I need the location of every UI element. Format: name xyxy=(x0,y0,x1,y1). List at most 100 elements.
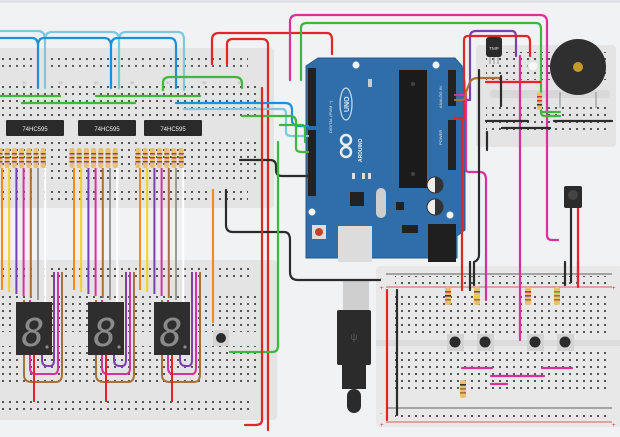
analog-header-label: ANALOG IN xyxy=(438,86,443,108)
resistor xyxy=(178,148,184,168)
resistor-top-right xyxy=(537,92,542,110)
usb-chip xyxy=(350,192,364,206)
breadboard-top-left[interactable]: 30 35 40 45 50 55 60 xyxy=(0,48,274,208)
arduino-uno[interactable]: UNO ARDUINO DIGITAL (PWM ~) ANALOG IN PO… xyxy=(305,57,466,262)
pushbutton[interactable] xyxy=(477,334,494,351)
arduino-infinity-logo xyxy=(339,133,353,159)
shift-register-2-label: 74HC595 xyxy=(94,127,120,133)
col-55: 55 xyxy=(202,80,207,85)
rail-plus-top-right: + xyxy=(612,286,616,292)
piezo-buzzer[interactable] xyxy=(550,39,606,108)
resistor xyxy=(26,148,32,168)
rail-plus-bottom: + xyxy=(380,423,384,429)
bottom-right-resistors xyxy=(445,287,560,398)
resistor xyxy=(164,148,170,168)
usb-b-port xyxy=(338,226,372,262)
mount-hole xyxy=(308,208,316,216)
voltage-regulator xyxy=(402,225,418,233)
crystal xyxy=(376,188,386,218)
display-digit: 8 xyxy=(160,311,183,355)
resistor xyxy=(460,380,466,398)
col-35: 35 xyxy=(58,80,63,85)
power-header xyxy=(448,120,456,170)
display-wire[interactable] xyxy=(161,272,201,383)
col-45: 45 xyxy=(130,80,135,85)
resistor xyxy=(105,148,111,168)
pushbutton[interactable] xyxy=(447,334,464,351)
resistor xyxy=(554,287,560,305)
resistor xyxy=(40,148,46,168)
shift-register-2[interactable]: 74HC595 xyxy=(78,120,136,136)
rail-plus-top: + xyxy=(380,286,384,292)
usb-cable[interactable]: ψ xyxy=(337,280,371,413)
mount-hole xyxy=(446,211,454,219)
usb-icon: ψ xyxy=(350,332,357,343)
seven-segment-display: 8 xyxy=(154,302,190,355)
resistor xyxy=(142,148,148,168)
resistor xyxy=(525,287,531,305)
resistor xyxy=(171,148,177,168)
pushbuttons[interactable] xyxy=(447,334,574,351)
arduino-brand-label: ARDUINO xyxy=(358,139,364,162)
pushbutton[interactable] xyxy=(557,334,574,351)
seven-segment-display: 8 xyxy=(88,302,124,355)
resistor xyxy=(11,148,17,168)
ir-sensor[interactable] xyxy=(564,186,582,208)
resistor xyxy=(76,148,82,168)
display-wire[interactable] xyxy=(29,272,59,375)
col-30: 30 xyxy=(22,80,27,85)
atmega-chip xyxy=(399,70,427,188)
resistor xyxy=(33,148,39,168)
shift-register-3[interactable]: 74HC595 xyxy=(144,120,202,136)
resistor-banks xyxy=(0,148,184,168)
digital-header-upper xyxy=(308,68,316,126)
tmp-label: TMP xyxy=(489,46,499,51)
mount-hole xyxy=(352,61,360,69)
rail-minus-bottom: - xyxy=(380,411,382,417)
display-wire[interactable] xyxy=(23,272,63,383)
resistor xyxy=(69,148,75,168)
digital-header-label: DIGITAL (PWM ~) xyxy=(328,100,333,133)
resistor xyxy=(445,287,451,305)
rail-plus-bottom-right: + xyxy=(612,423,616,429)
resistor xyxy=(98,148,104,168)
display-wire[interactable] xyxy=(167,272,197,375)
display-wires[interactable] xyxy=(1,168,201,402)
display-wire[interactable] xyxy=(101,272,131,375)
resistor xyxy=(91,148,97,168)
rail-minus-top: - xyxy=(380,276,382,282)
digital-header-lower xyxy=(308,130,316,196)
mount-hole xyxy=(432,61,440,69)
breadboard-bottom-right[interactable]: - + - + + + xyxy=(376,266,620,429)
resistor xyxy=(474,287,480,305)
top-edge xyxy=(0,0,620,3)
temperature-sensor[interactable]: TMP xyxy=(486,37,502,64)
shift-register-1-label: 74HC595 xyxy=(22,127,48,133)
shift-register-1[interactable]: 74HC595 xyxy=(6,120,64,136)
seven-segment-display: 8 xyxy=(16,302,52,355)
pushbutton[interactable] xyxy=(527,334,544,351)
display-wire[interactable] xyxy=(41,272,55,367)
power-header-label: POWER xyxy=(438,130,443,145)
display-wire[interactable] xyxy=(179,272,193,367)
wires[interactable] xyxy=(0,13,614,432)
resistor xyxy=(112,148,118,168)
pushbutton-left[interactable] xyxy=(213,330,229,346)
col-40: 40 xyxy=(94,80,99,85)
resistor xyxy=(0,148,3,168)
resistor xyxy=(4,148,10,168)
resistor xyxy=(149,148,155,168)
analog-header xyxy=(448,70,456,106)
uno-label: UNO xyxy=(344,96,351,112)
resistor xyxy=(135,148,141,168)
resistor xyxy=(83,148,89,168)
resistor xyxy=(19,148,25,168)
dc-jack[interactable] xyxy=(428,224,456,262)
photoresistor[interactable] xyxy=(527,60,539,72)
col-60: 60 xyxy=(238,80,243,85)
display-wire[interactable] xyxy=(113,272,127,367)
display-digit: 8 xyxy=(94,311,117,355)
display-wire[interactable] xyxy=(95,272,135,383)
